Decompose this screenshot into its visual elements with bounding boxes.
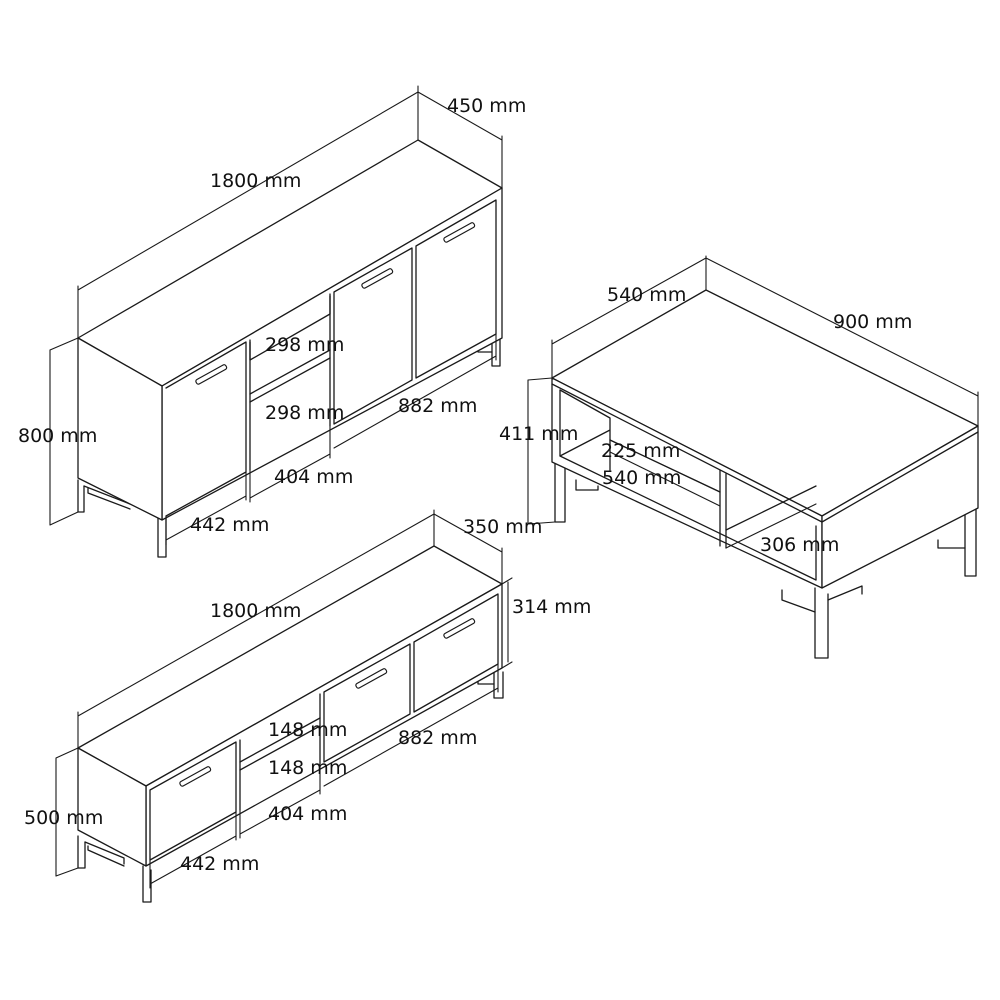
tv-unit-front-details <box>149 593 499 861</box>
coffee-table-depth-label: 540 mm <box>607 284 686 306</box>
coffee-table-side-niche-label: 306 mm <box>760 534 839 556</box>
sideboard-dimension-lines <box>49 85 503 546</box>
sideboard-shelf-lower-label: 298 mm <box>265 402 344 424</box>
coffee-table-details <box>551 383 979 581</box>
sideboard-handle-right <box>443 222 476 243</box>
tv-unit-side <box>77 747 147 867</box>
tv-unit-shelf-lower-label: 148 mm <box>268 757 347 779</box>
coffee-table-shelf-height-label: 225 mm <box>601 440 680 462</box>
sideboard-height-label: 800 mm <box>18 425 97 447</box>
tv-unit-niche-label: 404 mm <box>268 803 347 825</box>
coffee-table-drawing: 540 mm 900 mm 411 mm 225 mm 540 mm 306 m… <box>499 255 979 659</box>
sideboard-handle-left <box>195 364 228 385</box>
sideboard-drawing: 1800 mm 450 mm 800 mm 298 mm 298 mm 882 … <box>18 85 526 558</box>
tv-unit-shelf-upper-label: 148 mm <box>268 719 347 741</box>
tv-unit-door-height-label: 314 mm <box>512 596 591 618</box>
sideboard-front-details <box>165 199 497 517</box>
tv-unit-width-label: 1800 mm <box>210 600 301 622</box>
coffee-table-height-label: 411 mm <box>499 423 578 445</box>
coffee-table-width-label: 900 mm <box>833 311 912 333</box>
tv-unit-right-doors-label: 882 mm <box>398 727 477 749</box>
tv-unit-handle-middle <box>355 668 388 689</box>
sideboard-side <box>77 337 163 521</box>
sideboard-left-door-label: 442 mm <box>190 514 269 536</box>
tv-unit-depth-label: 350 mm <box>463 516 542 538</box>
tv-unit-left-door-label: 442 mm <box>180 853 259 875</box>
sideboard-right-doors-label: 882 mm <box>398 395 477 417</box>
sideboard-handle-middle <box>361 268 394 289</box>
sideboard-shelf-upper-label: 298 mm <box>265 334 344 356</box>
sideboard-depth-label: 450 mm <box>447 95 526 117</box>
tv-unit-handle-left <box>179 766 212 787</box>
tv-unit-height-label: 500 mm <box>24 807 103 829</box>
coffee-table-dimension-lines <box>527 255 979 549</box>
tv-unit-drawing: 1800 mm 350 mm 314 mm 148 mm 148 mm 882 … <box>24 509 591 903</box>
sideboard-width-label: 1800 mm <box>210 170 301 192</box>
tv-unit-handle-right <box>443 618 476 639</box>
tv-unit-dimension-lines <box>55 509 513 889</box>
coffee-table-side <box>821 425 979 589</box>
sideboard-niche-label: 404 mm <box>274 466 353 488</box>
coffee-table-legs <box>554 461 977 659</box>
coffee-table-shelf-width-label: 540 mm <box>602 467 681 489</box>
